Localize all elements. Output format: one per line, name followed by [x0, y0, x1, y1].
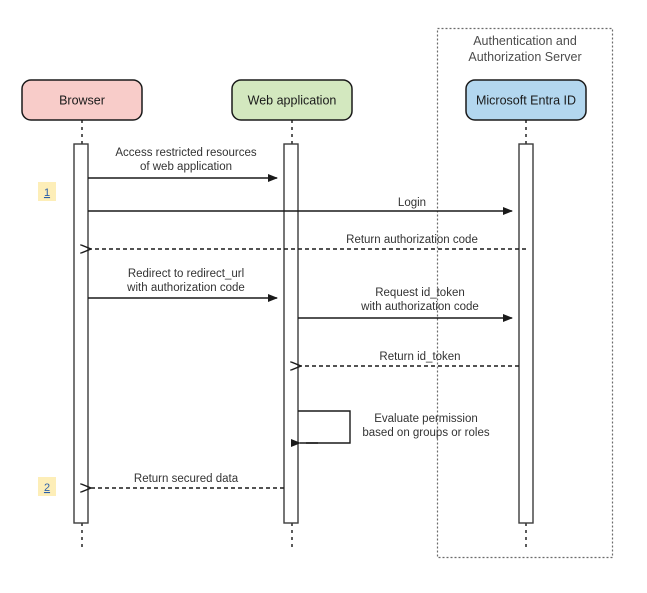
message-label-m1-line2: of web application	[140, 161, 232, 173]
message-m8: Return secured data	[90, 473, 284, 488]
message-label-m5-line2: with authorization code	[360, 301, 479, 313]
message-m1: Access restricted resources of web appli…	[88, 147, 278, 182]
step-badge-1-background[interactable]	[38, 182, 56, 201]
message-label-m2: Login	[398, 197, 426, 209]
participant-entra-label: Microsoft Entra ID	[476, 93, 576, 107]
message-label-m3: Return authorization code	[346, 234, 478, 246]
participant-browser-label: Browser	[59, 93, 105, 107]
participant-entra[interactable]: Microsoft Entra ID	[465, 79, 587, 121]
group-title-line1: Authentication and	[473, 34, 577, 48]
activation-bars	[73, 143, 534, 524]
participant-browser-box[interactable]	[21, 79, 143, 121]
message-m5: Request id_token with authorization code	[298, 287, 513, 322]
message-label-m8: Return secured data	[134, 473, 239, 485]
participant-entra-box[interactable]	[465, 79, 587, 121]
group-auth-server: Authentication and Authorization Server	[436, 27, 614, 559]
message-m3: Return authorization code	[90, 234, 526, 249]
step-badge-2-background[interactable]	[38, 477, 56, 496]
group-title-line2: Authorization Server	[468, 50, 581, 64]
step-badge-1[interactable]: 1	[38, 182, 56, 201]
step-badge-2-number: 2	[44, 482, 50, 494]
message-label-m4-line1: Redirect to redirect_url	[128, 268, 244, 280]
self-call-label-line2: based on groups or roles	[362, 427, 489, 439]
participant-webapp[interactable]: Web application	[231, 79, 353, 121]
message-label-m1-line1: Access restricted resources	[115, 147, 256, 159]
participant-webapp-label: Web application	[248, 93, 337, 107]
message-m4: Redirect to redirect_url with authorizat…	[88, 268, 278, 302]
activation-bar-webapp	[283, 143, 299, 524]
participant-browser[interactable]: Browser	[21, 79, 143, 121]
step-badge-1-number: 1	[44, 187, 50, 199]
self-call-m7: Evaluate permission based on groups or r…	[291, 410, 490, 447]
self-call-path	[298, 410, 351, 444]
message-m2: Login	[88, 197, 513, 215]
message-label-m4-line2: with authorization code	[126, 282, 245, 294]
participant-webapp-box[interactable]	[231, 79, 353, 121]
step-badge-2[interactable]: 2	[38, 477, 56, 496]
self-call-label-line1: Evaluate permission	[374, 413, 478, 425]
message-label-m5-line1: Request id_token	[375, 287, 465, 299]
activation-bar-entra	[518, 143, 534, 524]
message-m6: Return id_token	[300, 351, 519, 366]
activation-bar-browser	[73, 143, 89, 524]
message-label-m6: Return id_token	[379, 351, 460, 363]
